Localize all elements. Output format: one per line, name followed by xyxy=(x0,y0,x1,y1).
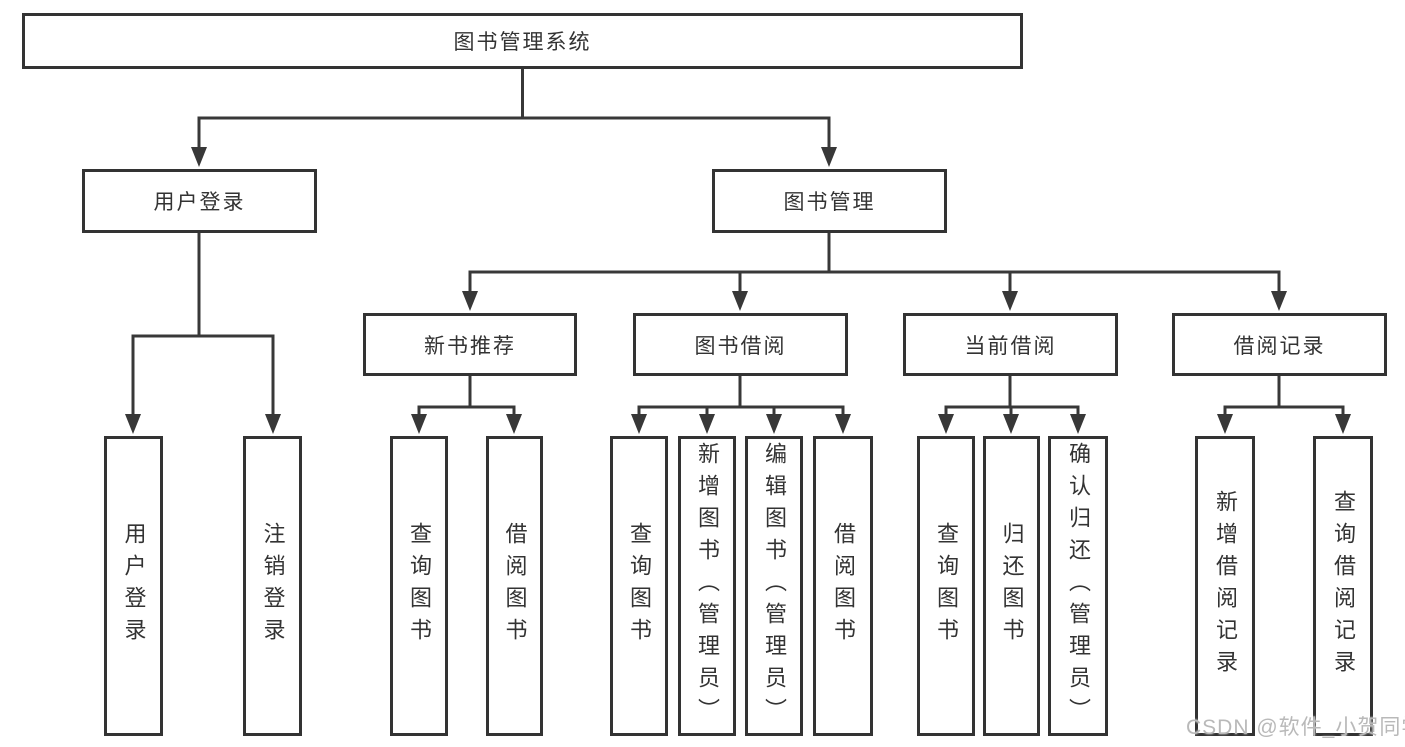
node-new-book-recommend: 新书推荐 xyxy=(363,313,577,376)
leaf-add-books-admin-label: 新增图书（管理员） xyxy=(695,442,720,730)
leaf-logout-label: 注销登录 xyxy=(260,522,286,650)
node-book-borrow: 图书借阅 xyxy=(633,313,848,376)
leaf-return-books-label: 归还图书 xyxy=(999,522,1025,650)
arrow-down-icon xyxy=(191,147,207,167)
arrow-down-icon xyxy=(506,414,522,434)
arrow-down-icon xyxy=(1003,414,1019,434)
leaf-query-borrow-record-label: 查询借阅记录 xyxy=(1331,490,1356,682)
arrow-down-icon xyxy=(411,414,427,434)
leaf-return-books: 归还图书 xyxy=(983,436,1040,736)
node-book-management: 图书管理 xyxy=(712,169,947,233)
leaf-borrow-books-recommend-label: 借阅图书 xyxy=(502,522,528,650)
leaf-borrow-books-borrow: 借阅图书 xyxy=(813,436,873,736)
arrow-down-icon xyxy=(1217,414,1233,434)
leaf-add-borrow-record-label: 新增借阅记录 xyxy=(1213,490,1238,682)
leaf-confirm-return-admin: 确认归还（管理员） xyxy=(1048,436,1108,736)
node-borrow-records: 借阅记录 xyxy=(1172,313,1387,376)
arrow-down-icon xyxy=(938,414,954,434)
arrow-down-icon xyxy=(766,414,782,434)
leaf-query-books-borrow-label: 查询图书 xyxy=(627,522,652,650)
node-current-borrow-label: 当前借阅 xyxy=(964,334,1057,358)
leaf-edit-books-admin-label: 编辑图书（管理员） xyxy=(762,442,787,730)
arrow-down-icon xyxy=(1335,414,1351,434)
arrow-down-icon xyxy=(821,147,837,167)
leaf-query-books-recommend-label: 查询图书 xyxy=(407,522,432,650)
arrow-down-icon xyxy=(462,291,478,311)
node-new-book-recommend-label: 新书推荐 xyxy=(424,334,516,358)
arrow-down-icon xyxy=(265,414,281,434)
node-borrow-records-label: 借阅记录 xyxy=(1233,334,1326,358)
arrow-down-icon xyxy=(835,414,851,434)
arrow-down-icon xyxy=(1002,291,1018,311)
node-book-borrow-label: 图书借阅 xyxy=(694,334,787,358)
leaf-query-books-current: 查询图书 xyxy=(917,436,975,736)
leaf-confirm-return-admin-label: 确认归还（管理员） xyxy=(1066,442,1091,730)
watermark: CSDN @软件_小贺同学 xyxy=(1186,716,1405,739)
node-book-management-label: 图书管理 xyxy=(783,191,876,214)
arrow-down-icon xyxy=(699,414,715,434)
leaf-edit-books-admin: 编辑图书（管理员） xyxy=(745,436,803,736)
node-root: 图书管理系统 xyxy=(22,13,1023,69)
leaf-query-books-current-label: 查询图书 xyxy=(934,522,959,650)
leaf-query-books-recommend: 查询图书 xyxy=(390,436,448,736)
node-user-login-label: 用户登录 xyxy=(153,191,246,214)
leaf-query-borrow-record: 查询借阅记录 xyxy=(1313,436,1373,736)
leaf-borrow-books-recommend: 借阅图书 xyxy=(486,436,543,736)
leaf-logout: 注销登录 xyxy=(243,436,302,736)
node-current-borrow: 当前借阅 xyxy=(903,313,1118,376)
arrow-down-icon xyxy=(631,414,647,434)
arrow-down-icon xyxy=(125,414,141,434)
leaf-add-borrow-record: 新增借阅记录 xyxy=(1195,436,1255,736)
leaf-user-login: 用户登录 xyxy=(104,436,163,736)
leaf-borrow-books-borrow-label: 借阅图书 xyxy=(831,522,856,650)
arrow-down-icon xyxy=(1070,414,1086,434)
arrow-down-icon xyxy=(732,291,748,311)
node-root-label: 图书管理系统 xyxy=(453,31,592,54)
arrow-down-icon xyxy=(1271,291,1287,311)
leaf-user-login-label: 用户登录 xyxy=(121,522,147,650)
leaf-add-books-admin: 新增图书（管理员） xyxy=(678,436,736,736)
node-user-login: 用户登录 xyxy=(82,169,317,233)
leaf-query-books-borrow: 查询图书 xyxy=(610,436,668,736)
